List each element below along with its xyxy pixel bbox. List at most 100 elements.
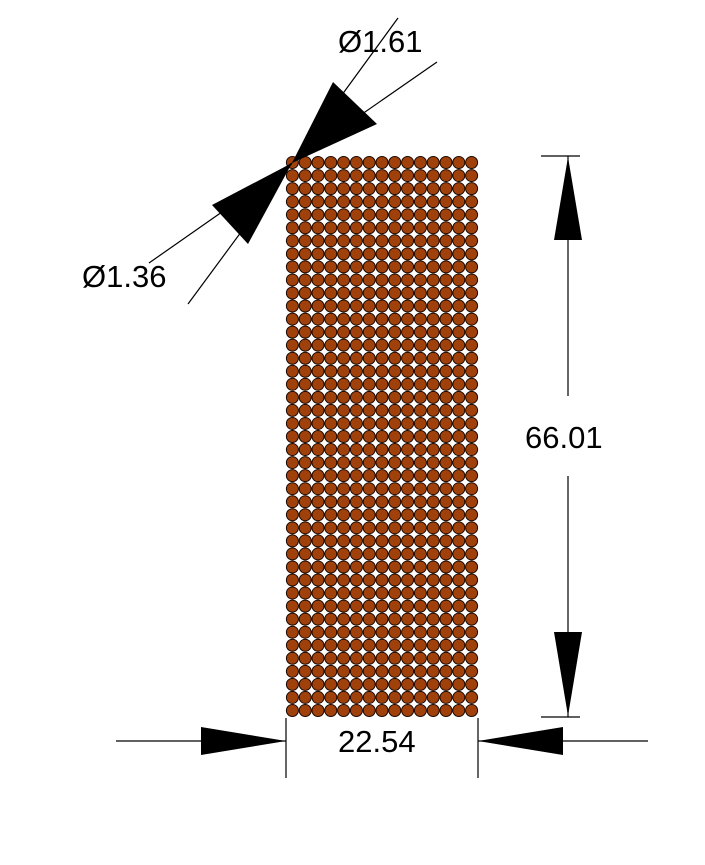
wire-circle bbox=[362, 377, 376, 391]
height-arrow-bottom bbox=[554, 632, 582, 716]
wire-circle bbox=[324, 664, 338, 678]
wire-circle bbox=[388, 534, 402, 548]
wire-circle bbox=[362, 221, 376, 235]
wire-circle bbox=[337, 638, 351, 652]
wire-circle bbox=[285, 390, 299, 404]
wire-circle bbox=[298, 273, 312, 287]
wire-circle bbox=[324, 560, 338, 574]
wire-circle bbox=[452, 286, 466, 300]
wire-circle bbox=[388, 364, 402, 378]
wire-circle bbox=[426, 560, 440, 574]
wire-circle bbox=[388, 234, 402, 248]
wire-circle bbox=[298, 169, 312, 183]
wire-circle bbox=[337, 625, 351, 639]
wire-circle bbox=[439, 495, 453, 509]
wire-circle bbox=[452, 547, 466, 561]
wire-circle bbox=[349, 625, 363, 639]
wire-circle bbox=[362, 443, 376, 457]
wire-circle bbox=[375, 664, 389, 678]
wire-circle bbox=[337, 273, 351, 287]
wire-circle bbox=[298, 364, 312, 378]
wire-circle bbox=[337, 534, 351, 548]
wire-circle bbox=[439, 195, 453, 209]
wire-circle bbox=[298, 403, 312, 417]
wire-circle bbox=[362, 182, 376, 196]
wire-circle bbox=[388, 156, 402, 170]
wire-circle bbox=[285, 521, 299, 535]
wire-circle bbox=[285, 312, 299, 326]
outer-diameter-dimension: Ø1.61 bbox=[292, 17, 438, 163]
wire-circle bbox=[349, 612, 363, 626]
wire-circle bbox=[298, 703, 312, 717]
wire-circle bbox=[388, 508, 402, 522]
wire-circle bbox=[413, 560, 427, 574]
wire-circle bbox=[452, 169, 466, 183]
wire-circle bbox=[337, 560, 351, 574]
wire-circle bbox=[362, 456, 376, 470]
wire-circle bbox=[337, 234, 351, 248]
wire-circle bbox=[388, 169, 402, 183]
wire-circle bbox=[311, 547, 325, 561]
wire-circle bbox=[426, 416, 440, 430]
wire-circle bbox=[439, 403, 453, 417]
height-dimension: 66.01 bbox=[525, 155, 603, 718]
wire-circle bbox=[324, 573, 338, 587]
wire-circle bbox=[401, 547, 415, 561]
wire-circle bbox=[439, 508, 453, 522]
wire-circle bbox=[349, 312, 363, 326]
wire-circle bbox=[324, 456, 338, 470]
wire-circle bbox=[465, 208, 479, 222]
wire-circle bbox=[337, 612, 351, 626]
wire-circle bbox=[426, 169, 440, 183]
wire-circle bbox=[362, 299, 376, 313]
wire-circle bbox=[413, 364, 427, 378]
wire-circle bbox=[439, 690, 453, 704]
wire-circle bbox=[362, 573, 376, 587]
wire-circle bbox=[452, 677, 466, 691]
wire-circle bbox=[337, 651, 351, 665]
wire-circle bbox=[401, 456, 415, 470]
wire-circle bbox=[401, 482, 415, 496]
wire-circle bbox=[439, 677, 453, 691]
wire-circle bbox=[324, 586, 338, 600]
wire-circle bbox=[452, 351, 466, 365]
wire-circle bbox=[439, 299, 453, 313]
wire-circle bbox=[349, 273, 363, 287]
wire-circle bbox=[401, 638, 415, 652]
wire-circle bbox=[426, 664, 440, 678]
wire-circle bbox=[439, 534, 453, 548]
wire-circle bbox=[413, 690, 427, 704]
wire-circle bbox=[324, 390, 338, 404]
wire-circle bbox=[452, 338, 466, 352]
wire-circle bbox=[375, 234, 389, 248]
wire-circle bbox=[465, 169, 479, 183]
wire-circle bbox=[401, 390, 415, 404]
wire-circle bbox=[349, 430, 363, 443]
wire-circle bbox=[375, 612, 389, 626]
wire-circle bbox=[298, 612, 312, 626]
wire-circle bbox=[349, 208, 363, 222]
wire-circle bbox=[452, 625, 466, 639]
wire-circle bbox=[298, 221, 312, 235]
wire-circle bbox=[452, 312, 466, 326]
wire-circle bbox=[401, 208, 415, 222]
wire-circle bbox=[426, 234, 440, 248]
wire-circle bbox=[349, 586, 363, 600]
wire-circle bbox=[285, 586, 299, 600]
wire-circle bbox=[413, 430, 427, 443]
wire-circle bbox=[362, 495, 376, 509]
wire-circle bbox=[337, 182, 351, 196]
wire-circle bbox=[401, 443, 415, 457]
wire-circle bbox=[362, 521, 376, 535]
wire-circle bbox=[465, 299, 479, 313]
wire-circle bbox=[285, 612, 299, 626]
wire-circle bbox=[401, 351, 415, 365]
wire-circle bbox=[285, 651, 299, 665]
wire-circle bbox=[413, 273, 427, 287]
wire-circle bbox=[298, 508, 312, 522]
wire-circle bbox=[401, 612, 415, 626]
wire-circle bbox=[362, 482, 376, 496]
wire-circle bbox=[285, 195, 299, 209]
wire-circle bbox=[298, 234, 312, 248]
wire-circle bbox=[311, 377, 325, 391]
